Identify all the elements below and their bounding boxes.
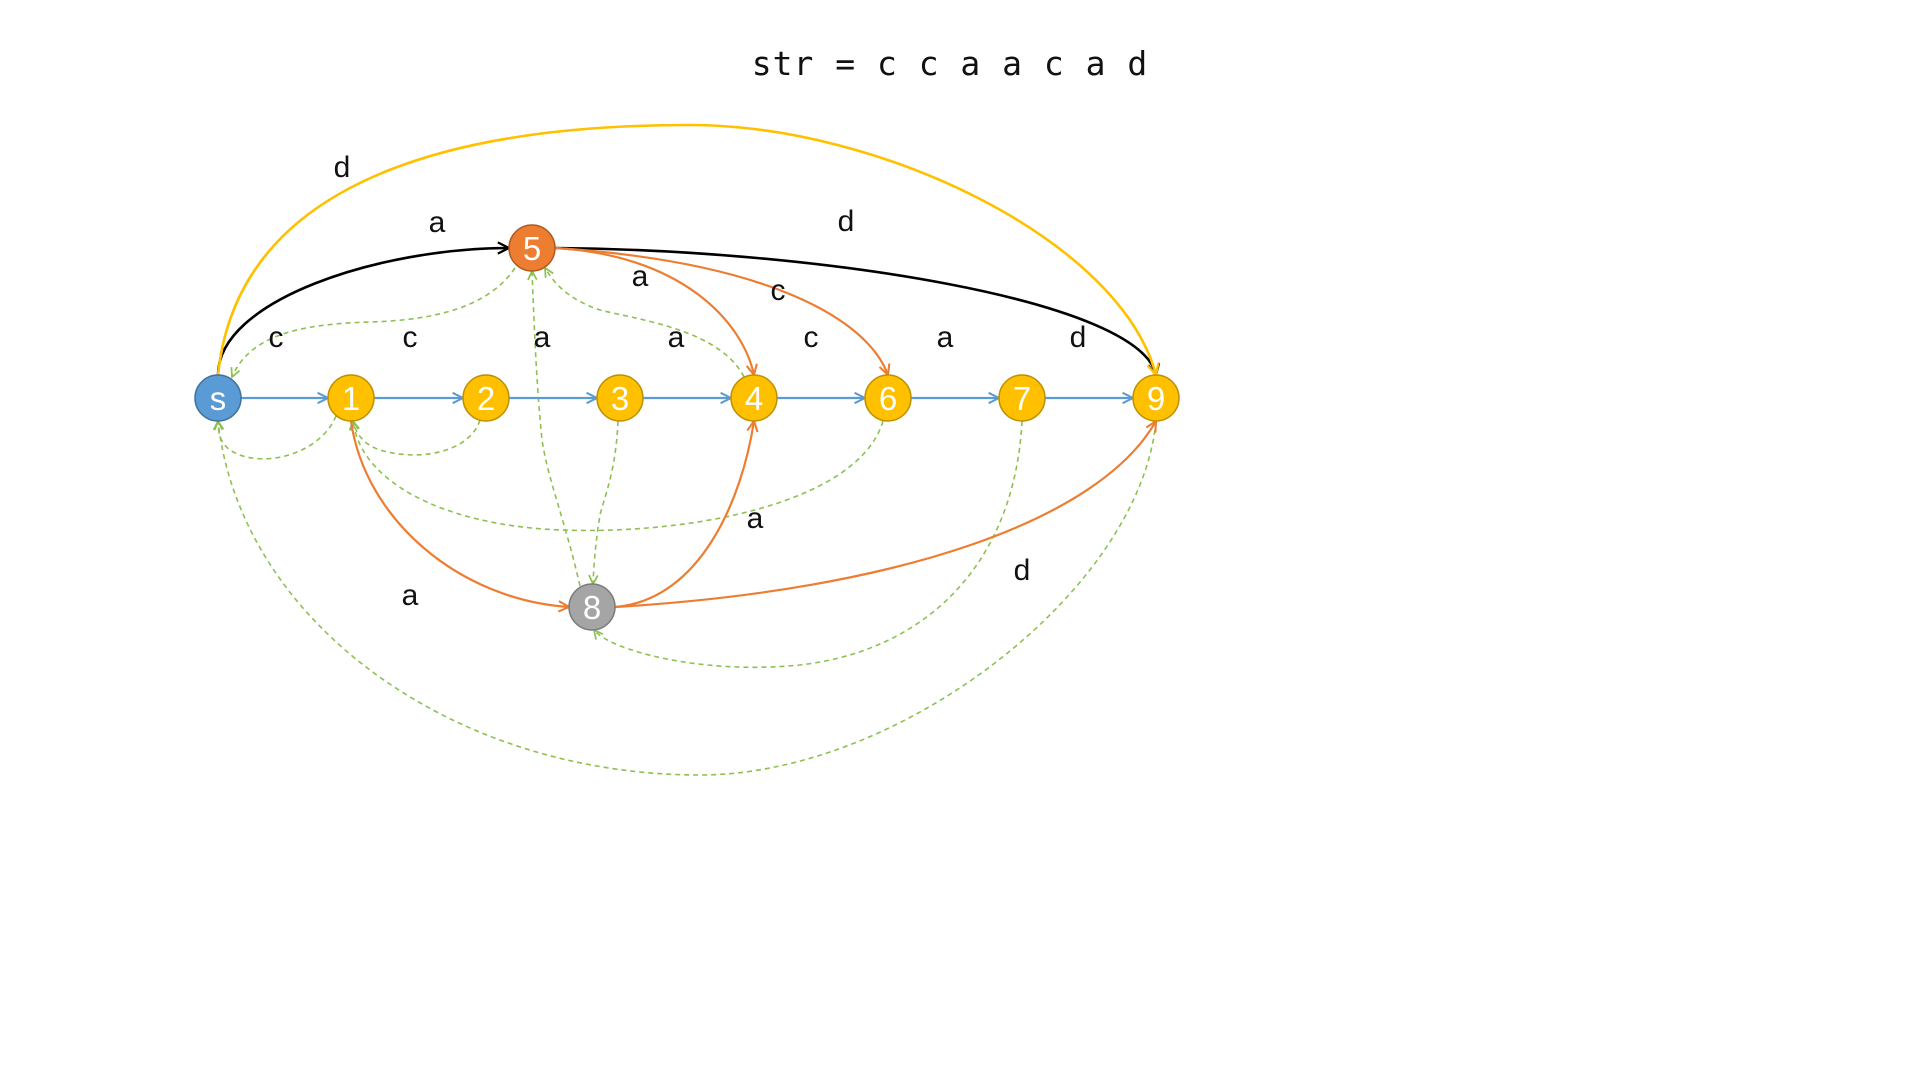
state-node-3: 3 [596, 374, 644, 422]
state-label-s: s [210, 380, 227, 417]
state-circle-3 [596, 374, 644, 422]
edge-label-8-to-4: a [747, 502, 764, 535]
state-node-7: 7 [998, 374, 1046, 422]
suffix-links-layer [218, 268, 1157, 776]
state-circle-s [194, 374, 242, 422]
suffix-link-8-to-5 [532, 271, 581, 587]
edge-s-to-9 [216, 123, 1156, 375]
edge-8-to-4 [614, 421, 754, 609]
edge-1-to-8 [349, 420, 569, 607]
edge-label-4-to-6: c [804, 321, 819, 354]
edge-5-to-6 [554, 246, 888, 375]
edge-label-8-to-9: d [1014, 554, 1031, 587]
states-layer: s 1 2 3 4 6 7 9 5 8 [194, 224, 1180, 631]
state-circle-2 [462, 374, 510, 422]
state-circle-4 [730, 374, 778, 422]
edge-label-5-to-9: d [838, 205, 855, 238]
suffix-link-6-to-1 [353, 421, 884, 532]
state-node-9: 9 [1132, 374, 1180, 422]
edge-label-3-to-4: a [668, 321, 685, 354]
state-node-4: 4 [730, 374, 778, 422]
edge-label-s-to-9: d [334, 151, 351, 184]
edge-8-to-9 [614, 421, 1156, 609]
state-node-1: 1 [327, 374, 375, 422]
state-circle-7 [998, 374, 1046, 422]
diagram-title: str = c c a a c a d [751, 44, 1149, 83]
state-node-s: s [194, 374, 242, 422]
edge-label-5-to-6: c [771, 274, 786, 307]
state-label-5: 5 [523, 230, 541, 267]
state-label-8: 8 [583, 589, 601, 626]
state-circle-5 [508, 224, 556, 272]
state-label-6: 6 [879, 380, 897, 417]
state-label-9: 9 [1147, 380, 1165, 417]
edge-label-5-to-4: a [632, 260, 649, 293]
edge-label-s-to-1: c [269, 321, 284, 354]
suffix-link-1-to-s [218, 415, 337, 460]
edge-5-to-9 [554, 246, 1156, 375]
state-node-5: 5 [508, 224, 556, 272]
edge-label-1-to-2: c [403, 321, 418, 354]
transitions-layer [216, 123, 1156, 609]
state-label-7: 7 [1013, 380, 1031, 417]
state-circle-6 [864, 374, 912, 422]
state-node-6: 6 [864, 374, 912, 422]
edge-label-2-to-3: a [534, 321, 551, 354]
edge-5-to-4 [554, 246, 754, 375]
edge-label-s-to-5: a [429, 206, 446, 239]
edge-label-7-to-9: d [1070, 321, 1087, 354]
state-node-8: 8 [568, 583, 616, 631]
edge-label-1-to-8: a [402, 579, 419, 612]
state-circle-1 [327, 374, 375, 422]
state-label-2: 2 [477, 380, 495, 417]
state-circle-9 [1132, 374, 1180, 422]
state-label-4: 4 [745, 380, 763, 417]
suffix-link-4-to-5 [545, 268, 745, 378]
suffix-link-2-to-1 [353, 420, 481, 456]
state-node-2: 2 [462, 374, 510, 422]
state-circle-8 [568, 583, 616, 631]
edge-label-6-to-7: a [937, 321, 954, 354]
state-label-3: 3 [611, 380, 629, 417]
edge-s-to-5 [216, 248, 509, 376]
state-label-1: 1 [342, 380, 360, 417]
suffix-link-7-to-8 [594, 420, 1023, 669]
suffix-link-9-to-s [218, 421, 1157, 776]
suffix-link-3-to-8 [593, 420, 619, 584]
